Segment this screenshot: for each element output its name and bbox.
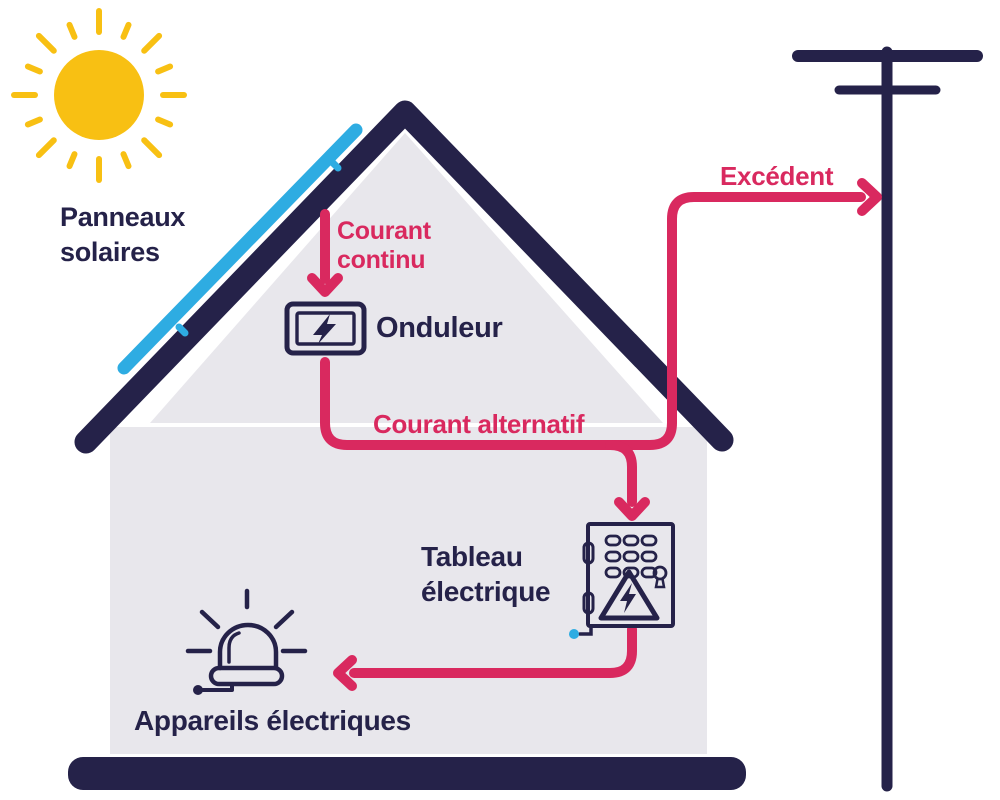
- pink-flow-arrows: [307, 178, 882, 691]
- hinge-top: [582, 541, 595, 565]
- siren-base: [208, 665, 285, 687]
- house-body: [110, 427, 707, 754]
- label-electrical-panel: Tableau électrique: [421, 541, 551, 607]
- panel-branch-path: [605, 440, 637, 507]
- power-pole-icon: [792, 46, 983, 792]
- warning-triangle: [598, 569, 660, 621]
- siren-lamp-icon: [185, 588, 308, 695]
- ac-current-and-surplus-arrow: [320, 178, 882, 521]
- breaker-switches: [604, 534, 658, 579]
- dc-arrowhead: [307, 273, 343, 297]
- house-roof: [74, 100, 734, 454]
- panel-arrowhead: [614, 497, 650, 521]
- ac-surplus-path: [320, 192, 866, 450]
- wire-plug-dot: [193, 685, 203, 695]
- panel-wire: [569, 624, 593, 639]
- house-shape: [68, 100, 746, 790]
- panel-to-appliances-arrow: [333, 624, 637, 691]
- lightning-bolt: [620, 583, 636, 613]
- house-foundation: [68, 757, 746, 790]
- lightning-bolt: [313, 314, 336, 344]
- keyhole: [652, 565, 668, 589]
- inverter-battery-bolt-icon: [284, 301, 367, 356]
- siren-highlight: [227, 631, 241, 664]
- siren-rays: [185, 588, 308, 654]
- appliances-arrowhead: [333, 655, 357, 691]
- fuse-box-icon: [569, 522, 675, 639]
- wire-terminal-dot: [569, 629, 579, 639]
- label-ac-current: Courant alternatif: [373, 409, 585, 439]
- label-solar-panels: Panneaux solaires: [60, 202, 186, 267]
- dc-current-arrow: [307, 209, 343, 297]
- sun-icon: [11, 8, 187, 183]
- surplus-arrowhead: [857, 178, 882, 216]
- label-dc-current: Courant continu: [337, 217, 431, 274]
- siren-dome: [217, 622, 279, 671]
- siren-wire: [193, 682, 234, 695]
- house-gable: [150, 133, 663, 423]
- solar-panel-icon: [117, 123, 363, 375]
- hinge-bottom: [582, 591, 595, 615]
- label-inverter: Onduleur: [376, 312, 503, 344]
- label-surplus: Excédent: [720, 161, 834, 191]
- label-appliances: Appareils électriques: [134, 705, 411, 736]
